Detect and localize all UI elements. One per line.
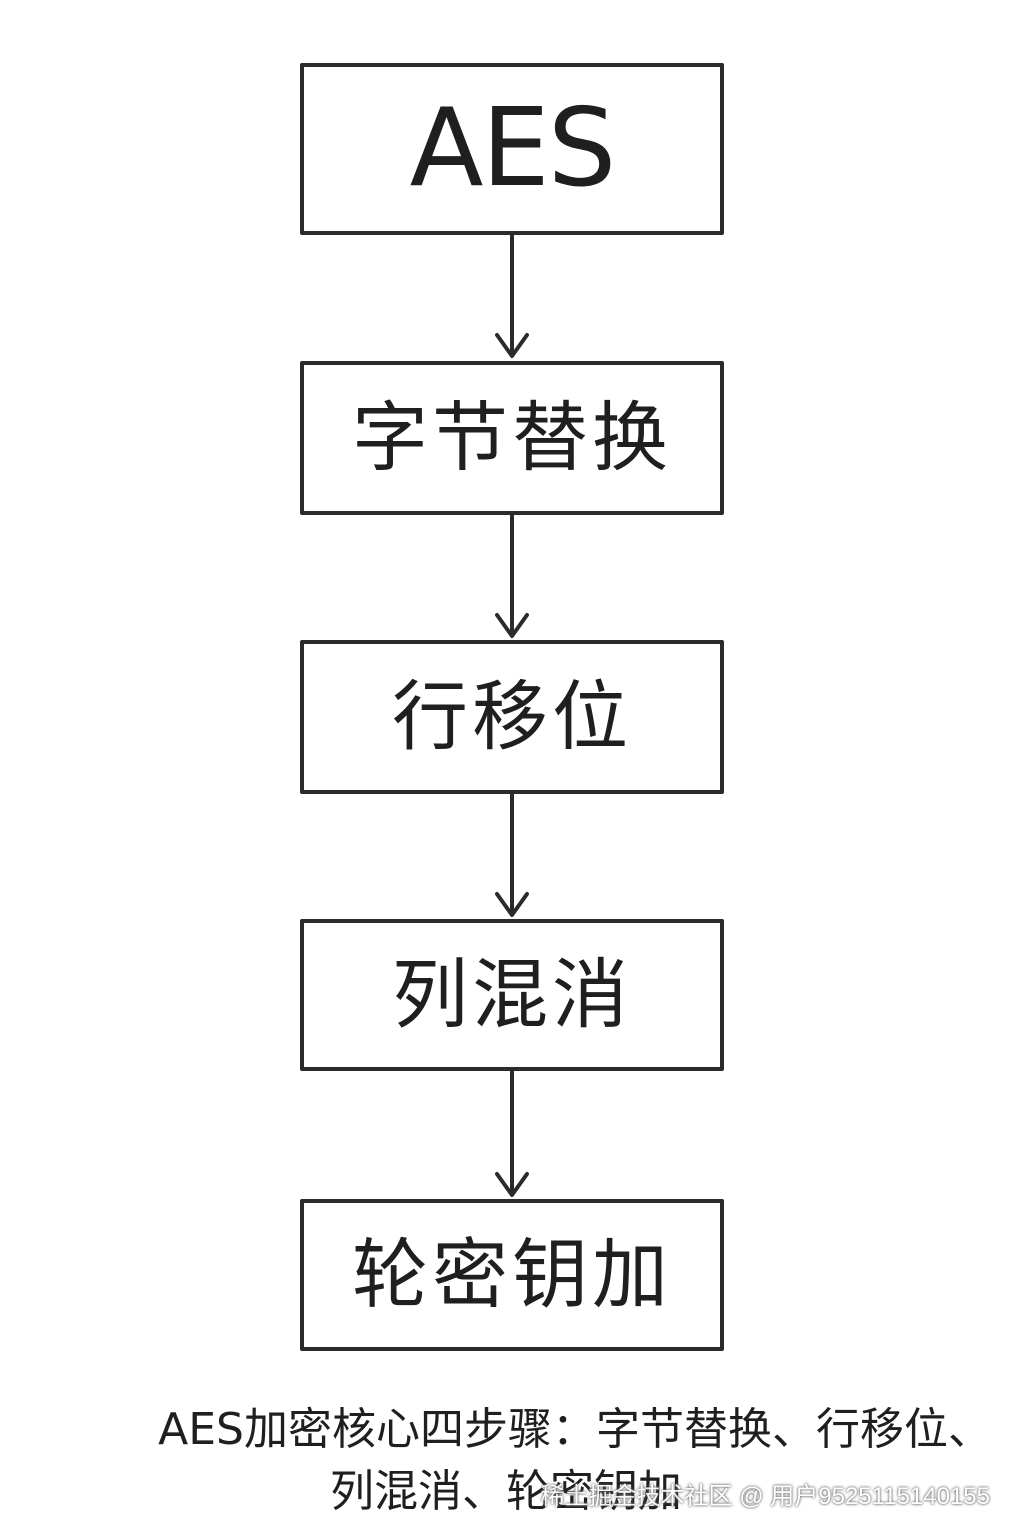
- node-add-round-key: 轮密钥加: [300, 1199, 724, 1351]
- arrowhead-icon: [495, 333, 529, 358]
- node-mix-columns-label: 列混消: [392, 950, 632, 1039]
- arrowhead-icon: [495, 892, 529, 917]
- node-shift-rows-label: 行移位: [392, 672, 632, 761]
- node-sub-bytes-label: 字节替换: [352, 393, 672, 482]
- edge-n1-n2: [495, 515, 529, 638]
- node-shift-rows: 行移位: [300, 640, 724, 794]
- edge-n3-n4: [495, 1071, 529, 1197]
- edge-n0-n1: [495, 235, 529, 358]
- arrowhead-icon: [495, 613, 529, 638]
- edge-n2-n3: [495, 794, 529, 917]
- node-mix-columns: 列混消: [300, 919, 724, 1071]
- node-aes-label: AES: [409, 86, 617, 211]
- node-sub-bytes: 字节替换: [300, 361, 724, 515]
- caption-line-2: 列混消、轮密钥加: [330, 1466, 682, 1517]
- node-add-round-key-label: 轮密钥加: [352, 1230, 672, 1319]
- arrowhead-icon: [495, 1172, 529, 1197]
- watermark: 稀土掘金技术社区 @ 用户9525115140155: [540, 1483, 990, 1510]
- caption-line-1: AES加密核心四步骤：字节替换、行移位、: [158, 1404, 992, 1455]
- node-aes: AES: [300, 63, 724, 235]
